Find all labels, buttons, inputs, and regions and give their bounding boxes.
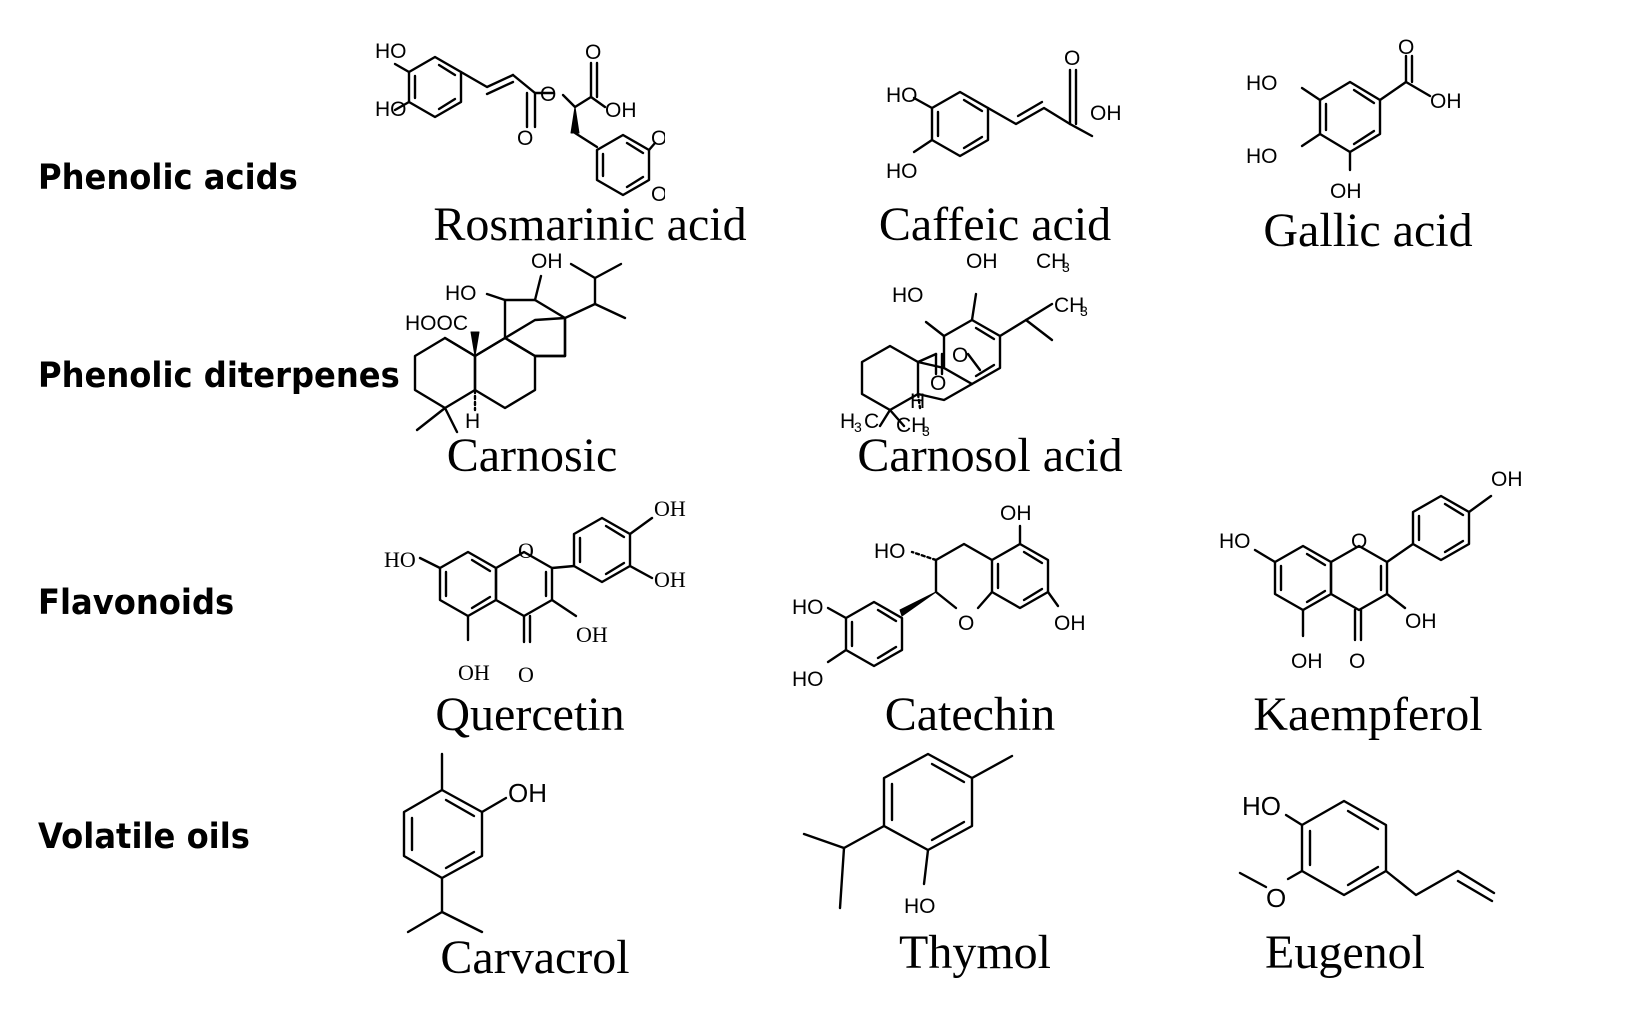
carvacrol-structure: OH [402, 752, 547, 934]
atom-label: HO [1219, 530, 1251, 553]
atom-label: 3 [1080, 303, 1088, 319]
atom-label: HO [375, 40, 407, 63]
atom-label: O [1266, 883, 1286, 913]
compound-name-carnosic: Carnosic [446, 429, 618, 482]
atom-label: HO [886, 84, 918, 107]
gallic-acid-structure: HO HO OH O OH [1246, 36, 1462, 203]
atom-label: OH [1330, 180, 1362, 203]
atom-label: HOOC [405, 312, 468, 335]
atom-label: HO [792, 668, 824, 691]
atom-label: OH [1491, 468, 1523, 491]
atom-label: H [910, 390, 925, 413]
atom-label: OH [966, 250, 998, 273]
compound-name-rosmarinic-acid: Rosmarinic acid [433, 198, 747, 251]
compound-name-carvacrol: Carvacrol [440, 931, 630, 984]
atom-label: O [518, 538, 534, 563]
atom-label: OH [654, 567, 686, 592]
thymol-structure: HO [802, 752, 1014, 918]
caffeic-acid-structure: HO HO O OH [886, 47, 1122, 183]
atom-label: HO [1246, 72, 1278, 95]
atom-label: H [465, 410, 480, 433]
atom-label: OH [651, 183, 665, 206]
atom-label: OH [576, 622, 608, 647]
atom-label: O [958, 612, 974, 635]
atom-label: O [930, 372, 946, 395]
compound-name-gallic-acid: Gallic acid [1263, 204, 1473, 257]
atom-label: 3 [1062, 259, 1070, 275]
atom-label: O [517, 127, 533, 150]
atom-label: HO [375, 98, 407, 121]
atom-label: OH [531, 250, 563, 273]
atom-label: OH [654, 496, 686, 521]
atom-label: O [585, 41, 601, 64]
atom-label: HO [792, 596, 824, 619]
atom-label: 3 [922, 423, 930, 439]
atom-label: H [840, 410, 855, 433]
compound-name-thymol: Thymol [899, 926, 1051, 979]
atom-label: HO [1246, 145, 1278, 168]
compound-name-quercetin: Quercetin [435, 688, 625, 741]
category-label-phenolic-diterpenes: Phenolic diterpenes [38, 356, 400, 396]
atom-label: HO [886, 160, 918, 183]
compound-name-kaempferol: Kaempferol [1253, 688, 1483, 741]
atom-label: OH [1054, 612, 1086, 635]
category-label-phenolic-acids: Phenolic acids [38, 158, 298, 198]
atom-label: O [1398, 36, 1414, 59]
atom-label: OH [458, 660, 490, 685]
atom-label: O [1351, 530, 1367, 553]
carnosic-structure: OH HO HOOC H [405, 250, 627, 434]
atom-label: O [540, 83, 556, 106]
atom-label: CH [896, 414, 926, 437]
eugenol-structure: HO O [1238, 791, 1496, 913]
catechin-structure: O OH OH HO HO HO [792, 502, 1086, 691]
atom-label: OH [1291, 650, 1323, 673]
atom-label: OH [1090, 102, 1122, 125]
atom-label: HO [904, 895, 936, 918]
quercetin-structure: HO OH O O OH OH OH [384, 496, 686, 687]
atom-label: HO [892, 284, 924, 307]
carnosol-acid-structure: OH HO CH 3 CH 3 O O H H 3 C CH 3 [840, 250, 1088, 439]
atom-label: CH [1036, 250, 1066, 273]
rosmarinic-acid-structure: HO HO O O O OH OH OH [375, 40, 665, 206]
compound-name-carnosol-acid: Carnosol acid [857, 429, 1123, 482]
atom-label: HO [1242, 791, 1281, 821]
compound-name-catechin: Catechin [884, 688, 1056, 741]
atom-label: C [864, 410, 879, 433]
atom-label: 3 [854, 419, 862, 435]
atom-label: OH [1000, 502, 1032, 525]
atom-label: HO [445, 282, 477, 305]
atom-label: HO [384, 547, 416, 572]
atom-label: OH [651, 127, 665, 150]
atom-label: HO [874, 540, 906, 563]
compound-name-caffeic-acid: Caffeic acid [878, 198, 1112, 251]
compound-name-eugenol: Eugenol [1265, 926, 1425, 979]
category-label-volatile-oils: Volatile oils [38, 817, 250, 857]
atom-label: OH [508, 778, 547, 808]
atom-label: O [952, 344, 968, 367]
atom-label: OH [1405, 610, 1437, 633]
kaempferol-structure: HO OH O O OH OH [1219, 468, 1523, 673]
atom-label: CH [1054, 294, 1084, 317]
atom-label: OH [1430, 90, 1462, 113]
category-label-flavonoids: Flavonoids [38, 583, 235, 623]
atom-label: O [1349, 650, 1365, 673]
atom-label: O [518, 662, 534, 687]
atom-label: OH [605, 99, 637, 122]
atom-label: O [1064, 47, 1080, 70]
